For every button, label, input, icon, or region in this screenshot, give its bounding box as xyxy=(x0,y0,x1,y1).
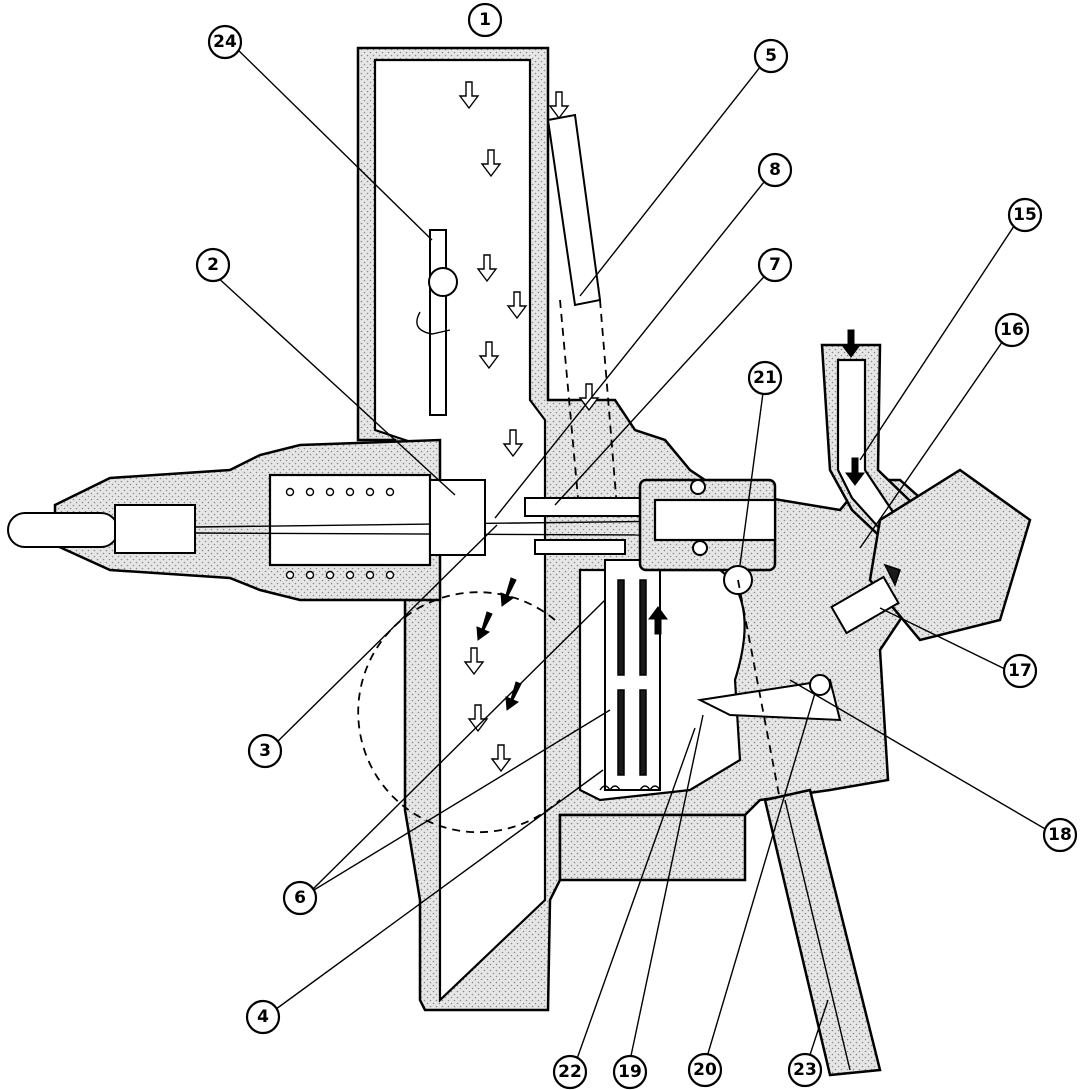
arrow-hollow xyxy=(458,81,480,110)
arrow-hollow xyxy=(463,647,485,676)
callout-6: 6 xyxy=(282,880,318,916)
arrow-solid xyxy=(500,577,517,607)
main-jet-tube xyxy=(546,113,619,521)
callout-7: 7 xyxy=(757,247,793,283)
callout-label: 4 xyxy=(257,1007,269,1027)
arrow-solid xyxy=(841,329,861,358)
leader-21 xyxy=(739,377,766,566)
callout-23: 23 xyxy=(787,1052,823,1088)
leader-24 xyxy=(232,44,433,241)
callout-5: 5 xyxy=(753,38,789,74)
spring-coils xyxy=(285,487,395,580)
arrow-hollow xyxy=(476,254,498,283)
leader-7 xyxy=(554,267,773,506)
callout-19: 19 xyxy=(612,1054,648,1090)
leader-3 xyxy=(271,524,498,748)
arrow-hollow xyxy=(502,429,524,458)
callout-label: 5 xyxy=(765,46,777,66)
arrow-hollow xyxy=(480,149,502,178)
leader-16 xyxy=(859,334,1008,549)
choke-plate xyxy=(416,229,458,416)
leader-5 xyxy=(579,56,769,297)
leader-8 xyxy=(494,171,773,519)
callout-4: 4 xyxy=(245,999,281,1035)
callout-label: 1 xyxy=(479,10,491,30)
slide-piston xyxy=(114,504,196,554)
leader-2 xyxy=(214,274,456,496)
arrow-hollow xyxy=(548,91,570,120)
callout-label: 22 xyxy=(558,1062,582,1082)
callout-label: 19 xyxy=(618,1062,642,1082)
leader-4 xyxy=(271,769,604,1013)
leader-15 xyxy=(859,216,1021,461)
callout-3: 3 xyxy=(247,733,283,769)
fuel-inlet xyxy=(820,343,1032,642)
callout-label: 2 xyxy=(207,255,219,275)
callout-label: 16 xyxy=(1000,320,1024,340)
leader-20 xyxy=(703,692,816,1068)
leader-19 xyxy=(627,714,704,1071)
arrow-hollow xyxy=(478,341,500,370)
callout-2: 2 xyxy=(195,247,231,283)
callouts: 1 2 3 4 5 6 7 8 15 16 17 18 19 20 21 22 … xyxy=(195,2,1078,1090)
callout-label: 18 xyxy=(1048,825,1072,845)
callout-17: 17 xyxy=(1002,653,1038,689)
arrow-hollow xyxy=(490,744,512,773)
callout-label: 24 xyxy=(213,32,237,52)
arrow-hollow xyxy=(506,291,528,320)
emulsion-tube xyxy=(599,559,661,792)
callout-1: 1 xyxy=(467,2,503,38)
callout-20: 20 xyxy=(687,1052,723,1088)
drain-tube xyxy=(763,788,882,1077)
callout-label: 8 xyxy=(769,160,781,180)
arrow-hollow xyxy=(467,704,489,733)
callout-label: 15 xyxy=(1013,205,1037,225)
callout-label: 7 xyxy=(769,255,781,275)
leader-6b xyxy=(308,709,611,894)
callout-label: 23 xyxy=(793,1060,817,1080)
callout-18: 18 xyxy=(1042,817,1078,853)
callout-label: 17 xyxy=(1008,661,1032,681)
callout-label: 6 xyxy=(294,888,306,908)
flow-arrows xyxy=(458,81,865,773)
float-assembly xyxy=(357,565,842,834)
arrow-solid xyxy=(476,611,493,641)
slide-head xyxy=(429,479,486,556)
callout-16: 16 xyxy=(994,312,1030,348)
callout-8: 8 xyxy=(757,152,793,188)
slide-assembly xyxy=(7,438,761,602)
leader-17 xyxy=(879,607,1008,671)
leader-22 xyxy=(572,727,696,1071)
callout-22: 22 xyxy=(552,1054,588,1090)
cable xyxy=(7,512,119,548)
arrow-solid xyxy=(648,606,668,635)
callout-15: 15 xyxy=(1007,197,1043,233)
callout-label: 21 xyxy=(753,368,777,388)
arrow-solid xyxy=(505,681,522,711)
needle-rod-lower xyxy=(194,532,641,536)
callout-24: 24 xyxy=(207,24,243,60)
arrow-hollow xyxy=(578,383,600,412)
callout-21: 21 xyxy=(747,360,783,396)
leader-18 xyxy=(789,679,1048,831)
callout-label: 3 xyxy=(259,741,271,761)
leader-6a xyxy=(308,599,606,894)
callout-label: 20 xyxy=(693,1060,717,1080)
leader-lines xyxy=(214,44,1048,1071)
arrow-solid xyxy=(845,457,865,486)
